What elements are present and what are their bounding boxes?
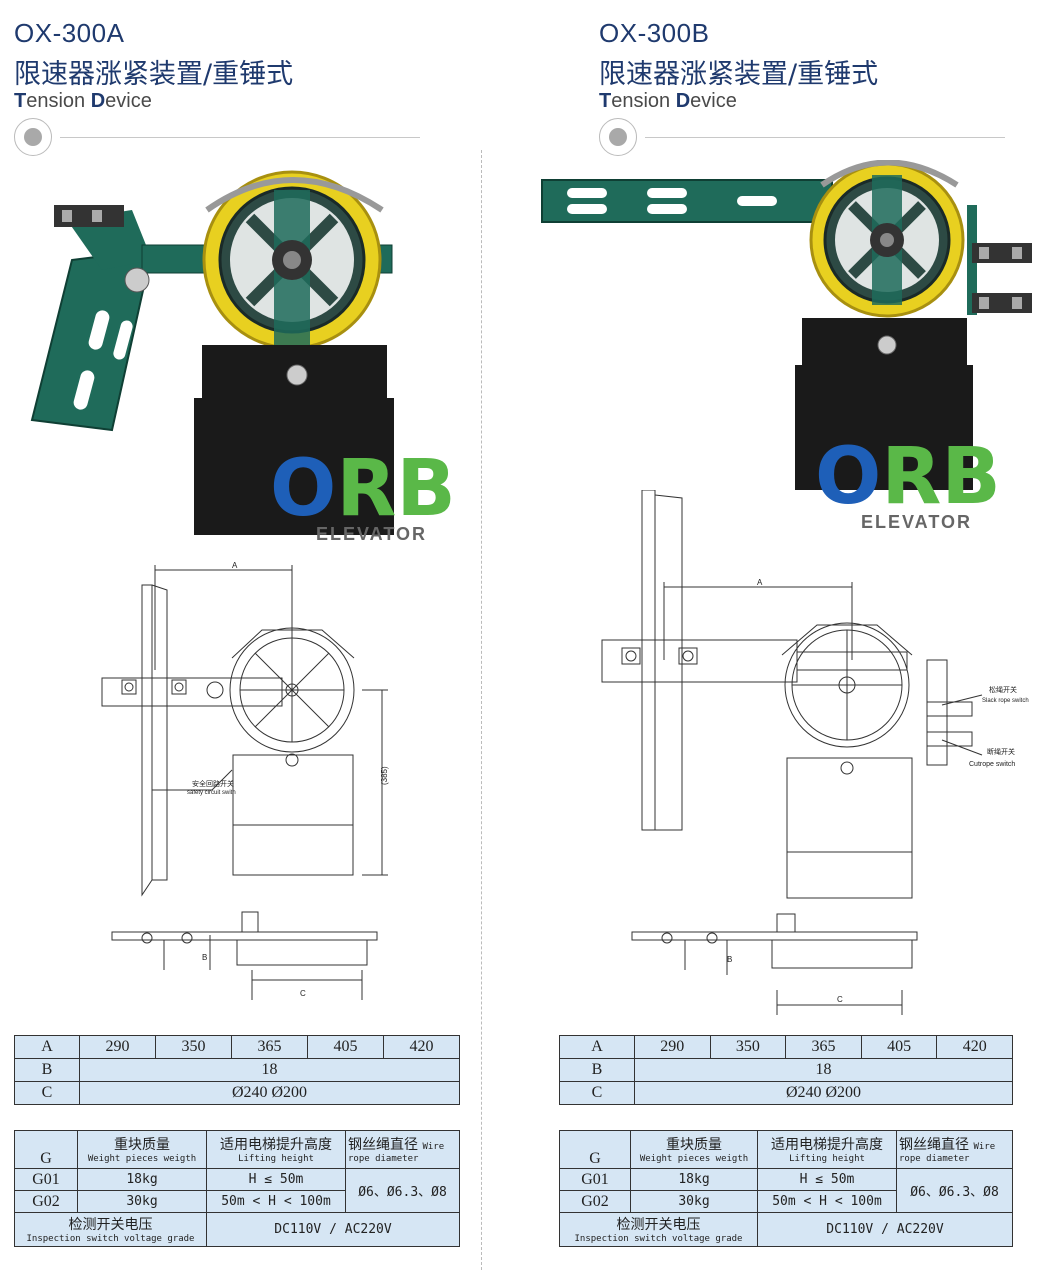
safety-switch-label-en: safety circuit swith <box>187 790 236 796</box>
dimension-label-385: (385) <box>380 766 389 785</box>
orb-elevator-logo: ORB ELEVATOR <box>815 432 1001 532</box>
product-column-ox300b: OX-300B 限速器涨紧装置/重锤式 Tension Device <box>541 0 1064 1276</box>
bullet-circle-icon <box>599 118 637 156</box>
safety-switch-label-cn: 安全回路开关 <box>192 779 234 788</box>
cut-rope-label-cn: 断绳开关 <box>987 747 1015 756</box>
header-rule <box>60 137 420 138</box>
dimension-label-c: C <box>837 995 843 1004</box>
technical-drawing: A (385) 安全回路开关 safety circuit swith B C <box>101 561 389 1000</box>
dimension-label-a: A <box>232 561 238 570</box>
chinese-title: 限速器涨紧装置/重锤式 <box>599 59 879 90</box>
product-column-ox300a: OX-300A 限速器涨紧装置/重锤式 Tension Device ORB <box>12 0 492 1276</box>
orb-elevator-logo: ORB ELEVATOR <box>270 444 456 544</box>
bullet-circle-icon <box>14 118 52 156</box>
dimension-label-b: B <box>202 953 207 962</box>
header-rule <box>645 137 1005 138</box>
model-title: OX-300B <box>599 18 710 48</box>
model-title: OX-300A <box>14 18 125 48</box>
cut-rope-label-en: Cutrope switch <box>969 761 1015 768</box>
slack-rope-label-en: Slack rope switch <box>982 698 1029 704</box>
dimension-label-b: B <box>727 955 732 964</box>
technical-drawing: A 松绳开关 Slack rope switch 断绳开关 Cutrope sw… <box>601 490 1029 1015</box>
english-title: Tension Device <box>14 90 152 112</box>
dimension-label-c: C <box>300 989 306 998</box>
rope-switch-photo <box>972 243 1032 313</box>
column-divider <box>481 150 482 1270</box>
english-title: Tension Device <box>599 90 737 112</box>
product-photo <box>30 170 394 535</box>
chinese-title: 限速器涨紧装置/重锤式 <box>14 59 294 90</box>
dimension-label-a: A <box>757 578 763 587</box>
slack-rope-label-cn: 松绳开关 <box>989 685 1017 694</box>
product-photo <box>541 160 977 490</box>
